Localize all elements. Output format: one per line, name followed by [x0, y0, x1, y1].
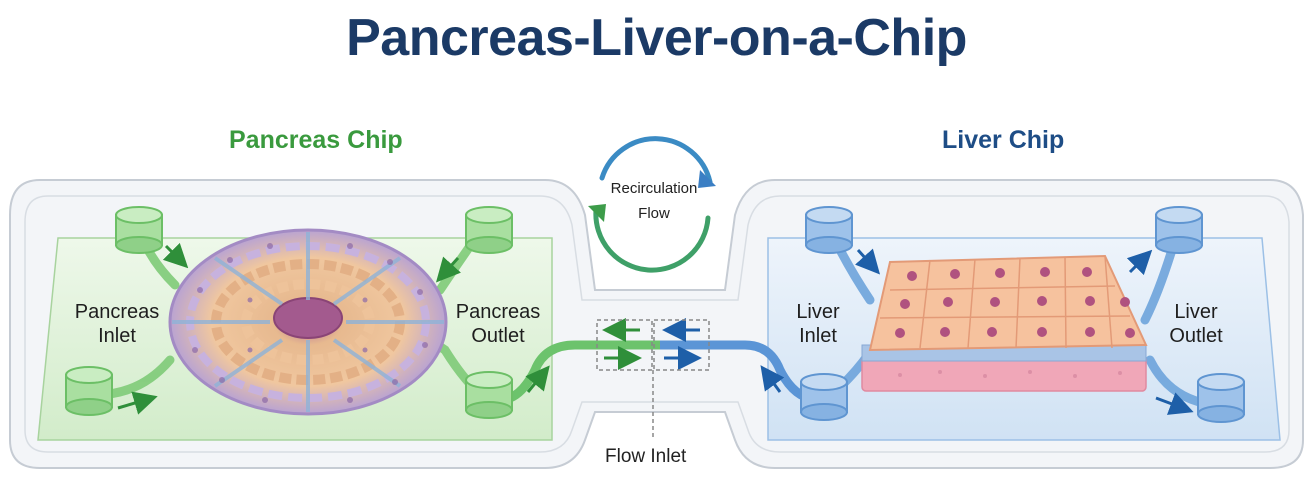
- pancreas-inlet-port-bottom: [65, 366, 113, 416]
- flow-arrows: [117, 242, 1194, 415]
- pancreas-inlet-port-top: [115, 206, 163, 254]
- pancreas-outlet-port-top: [465, 206, 513, 254]
- liver-chip-title: Liver Chip: [942, 126, 1065, 154]
- pancreas-outlet-label: Pancreas Outlet: [455, 301, 541, 347]
- pancreas-inlet-label: Pancreas Inlet: [74, 301, 160, 347]
- flow-inlet-label: Flow Inlet: [605, 446, 687, 467]
- liver-outlet-label: Liver Outlet: [1169, 301, 1223, 347]
- liver-outlet-port-bottom: [1197, 373, 1245, 423]
- liver-inlet-label: Liver Inlet: [796, 301, 840, 347]
- recirculation-flow-label: Recirculation Flow: [610, 180, 698, 222]
- diagram-title: Pancreas-Liver-on-a-Chip: [346, 9, 967, 67]
- recirculation-arrow-icon: [593, 136, 713, 273]
- pancreas-outlet-port-bottom: [465, 371, 513, 419]
- liver-tissue: [861, 254, 1148, 392]
- flow-inlet-box-right: [653, 319, 710, 371]
- pancreas-chip-title: Pancreas Chip: [229, 126, 403, 154]
- liver-inlet-port-bottom: [800, 373, 848, 421]
- liver-outlet-port-top: [1155, 206, 1203, 254]
- liver-inlet-port-top: [805, 206, 853, 254]
- pancreatic-islet: [168, 228, 448, 416]
- flow-inlet-box-left: [596, 319, 653, 371]
